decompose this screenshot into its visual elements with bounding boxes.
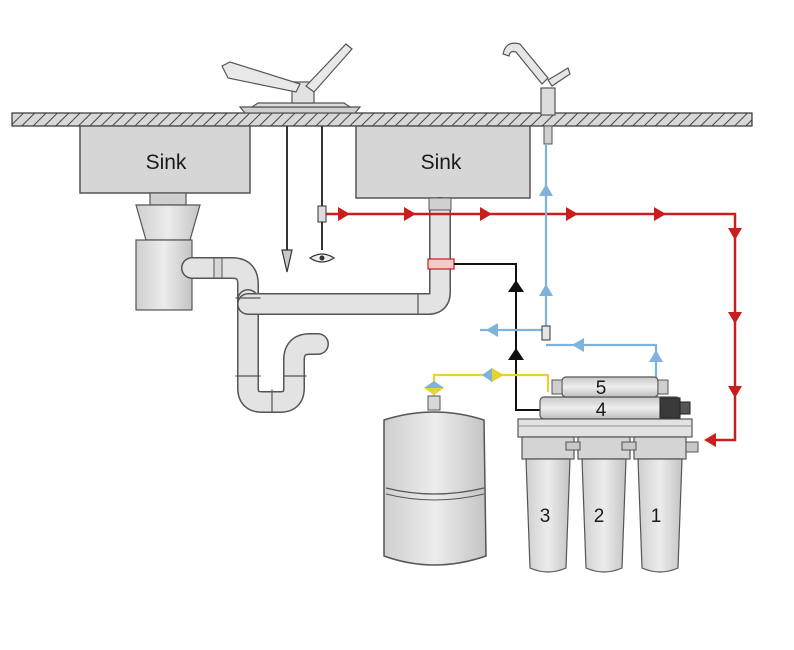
feed-arrow-icon (566, 207, 578, 221)
product-water-arrows (486, 184, 663, 362)
drain-line (454, 263, 540, 411)
left-sink-label: Sink (146, 151, 187, 174)
drain-plumbing (181, 197, 452, 413)
stage-2-label: 2 (594, 506, 605, 527)
feed-arrow-icon (654, 207, 666, 221)
stage-5-label: 5 (596, 378, 607, 399)
drain-arrow-icon (508, 280, 524, 292)
product-arrow-icon (572, 338, 584, 352)
feed-water-line (322, 212, 737, 442)
drain-arrows (508, 280, 524, 360)
product-arrow-icon (486, 323, 498, 337)
ro-faucet (502, 42, 571, 145)
product-arrow-icon (539, 284, 553, 296)
product-arrow-icon (539, 184, 553, 196)
feed-arrow-icon (404, 207, 416, 221)
feed-water-arrows (338, 207, 742, 447)
feed-arrow-icon (480, 207, 492, 221)
left-sink: Sink (79, 125, 251, 194)
kitchen-faucet (221, 43, 362, 273)
tank-arrow-icon (482, 368, 492, 382)
stage-3-label: 3 (540, 506, 551, 527)
ro-filter-unit: 5 4 3 2 1 (517, 376, 699, 573)
feed-arrow-icon (728, 312, 742, 324)
countertop (11, 112, 753, 127)
stage-4-label: 4 (596, 400, 607, 421)
feed-arrow-icon (728, 228, 742, 240)
drain-arrow-icon (508, 348, 524, 360)
feed-arrow-icon (338, 207, 350, 221)
stage-1-label: 1 (651, 506, 662, 527)
feed-arrow-icon (728, 386, 742, 398)
right-sink: Sink (355, 125, 531, 199)
garbage-disposal (135, 192, 201, 311)
feed-arrow-icon (704, 433, 716, 447)
product-arrow-icon (649, 350, 663, 362)
right-sink-label: Sink (421, 151, 462, 174)
storage-tank (383, 395, 487, 566)
ro-check-valve (541, 325, 551, 341)
tank-line-arrows (424, 368, 504, 395)
drain-saddle (427, 258, 455, 270)
